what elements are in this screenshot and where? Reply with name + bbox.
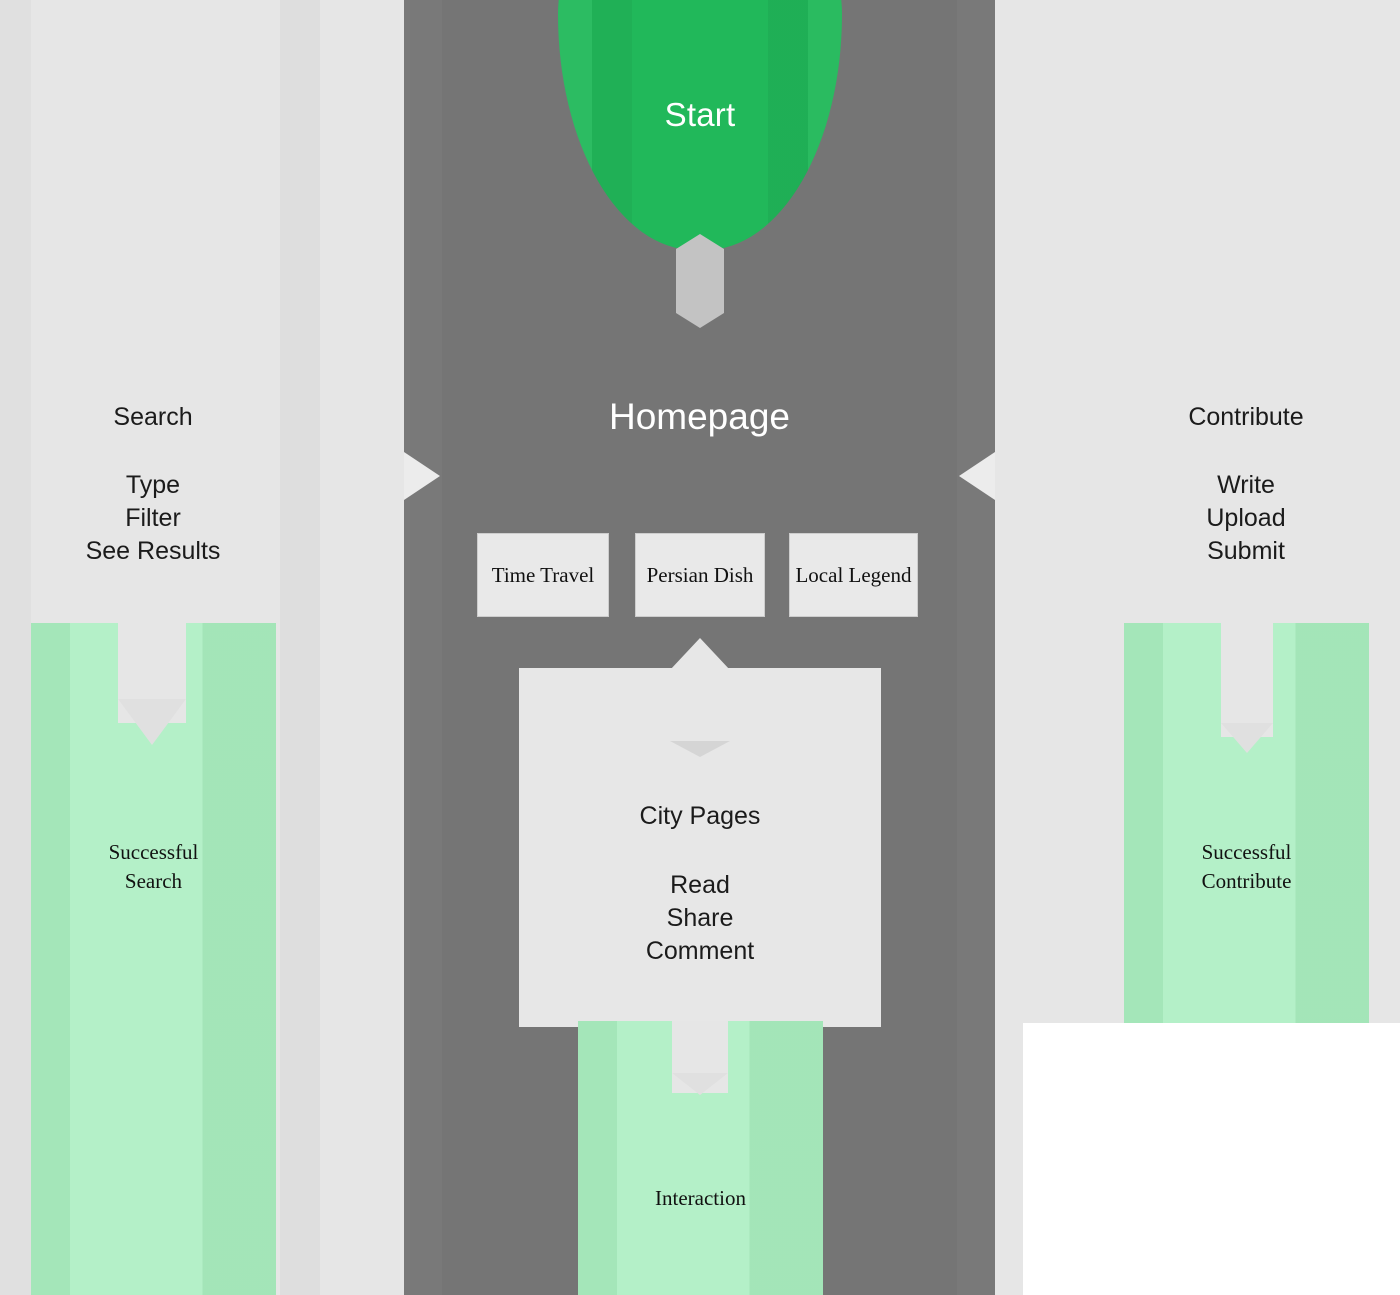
search-branch-steps: Type Filter See Results [0, 469, 306, 568]
outcome-label-left-line1: Successful [108, 840, 199, 864]
outcome-label-left-line2: Search [124, 869, 183, 893]
city-pages-step-2: Share [666, 904, 734, 932]
outcome-label-successful-contribute: Successful Contribute [1124, 838, 1369, 896]
background-tint-far-left [0, 0, 31, 1295]
city-pages-step-3: Comment [645, 937, 755, 965]
start-to-homepage-connector-icon [676, 234, 724, 328]
background-band-left-inner [280, 0, 320, 1295]
search-step-3: See Results [85, 537, 221, 565]
outcome-label-successful-search: Successful Search [31, 838, 276, 896]
search-step-2: Filter [125, 504, 181, 532]
search-branch-heading: Search [113, 403, 193, 431]
city-pages-step-1: Read [670, 871, 730, 899]
search-step-1: Type [125, 471, 181, 499]
panel-shade-right [957, 0, 995, 1295]
city-pages-card [519, 668, 881, 1027]
category-box-time-travel[interactable]: Time Travel [477, 533, 609, 617]
contribute-branch-heading: Contribute [1188, 403, 1304, 431]
homepage-title: Homepage [608, 396, 790, 437]
category-box-local-legend[interactable]: Local Legend [789, 533, 918, 617]
start-node-label: Start [664, 96, 736, 133]
white-overlay-region [1023, 1023, 1400, 1295]
contribute-branch-steps: Write Upload Submit [1093, 469, 1399, 568]
city-pages-steps: Read Share Comment [519, 869, 881, 968]
panel-shade-left [404, 0, 442, 1295]
outcome-label-right-line2: Contribute [1201, 869, 1292, 893]
background-band-left-edge [320, 0, 404, 1295]
outcome-label-right-line1: Successful [1201, 840, 1292, 864]
city-pages-title: City Pages [639, 802, 761, 830]
contribute-step-3: Submit [1207, 537, 1285, 565]
outcome-notch-right [1221, 623, 1273, 737]
contribute-step-1: Write [1217, 471, 1275, 499]
contribute-step-2: Upload [1206, 504, 1286, 532]
category-box-persian-dish[interactable]: Persian Dish [635, 533, 765, 617]
outcome-label-interaction: Interaction [655, 1186, 746, 1210]
